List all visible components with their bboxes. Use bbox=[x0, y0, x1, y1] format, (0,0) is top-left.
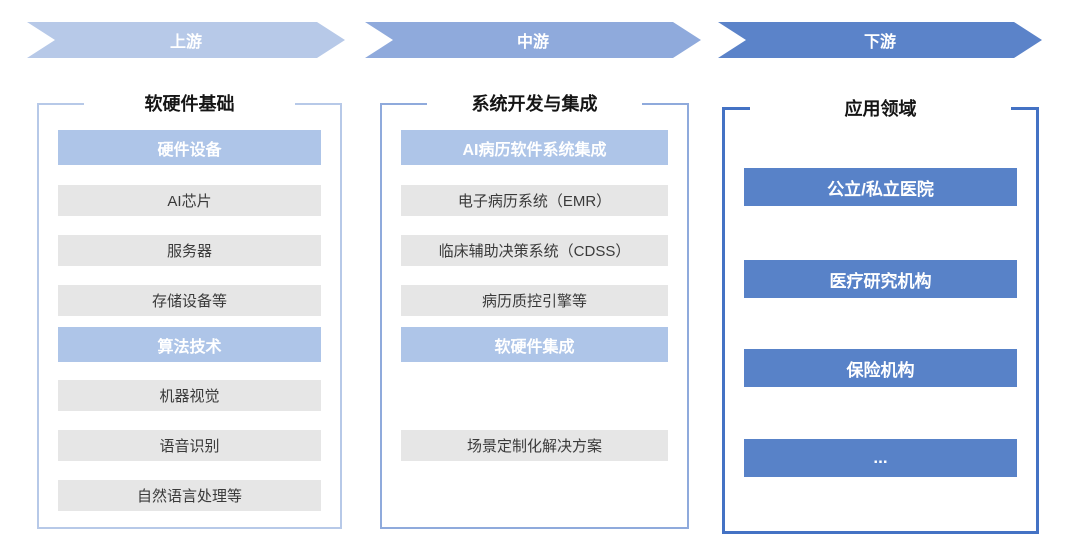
item-speech-recognition: 语音识别 bbox=[58, 430, 321, 461]
item-server: 服务器 bbox=[58, 235, 321, 266]
item-natural-language-processing: 自然语言处理等 bbox=[58, 480, 321, 511]
downstream-arrow: 下游 bbox=[718, 22, 1042, 58]
item-custom-scenario-solution: 场景定制化解决方案 bbox=[401, 430, 668, 461]
item-ai-chip: AI芯片 bbox=[58, 185, 321, 216]
midstream-box: 系统开发与集成 AI病历软件系统集成 电子病历系统（EMR） 临床辅助决策系统（… bbox=[380, 94, 689, 529]
item-cdss-system: 临床辅助决策系统（CDSS） bbox=[401, 235, 668, 266]
downstream-box-title-gap bbox=[750, 103, 1011, 116]
downstream-box-title: 应用领域 bbox=[844, 99, 917, 119]
item-emr-system: 电子病历系统（EMR） bbox=[401, 185, 668, 216]
item-storage-devices: 存储设备等 bbox=[58, 285, 321, 316]
header-hardware-equipment: 硬件设备 bbox=[58, 130, 321, 165]
upstream-box: 软硬件基础 硬件设备 AI芯片 服务器 存储设备等 算法技术 机器视觉 语音识别… bbox=[37, 94, 342, 529]
item-record-quality-control-engine: 病历质控引擎等 bbox=[401, 285, 668, 316]
header-algorithm-technology: 算法技术 bbox=[58, 327, 321, 362]
midstream-box-title-gap bbox=[427, 100, 642, 110]
upstream-arrow: 上游 bbox=[27, 22, 345, 58]
item-public-private-hospitals: 公立/私立医院 bbox=[744, 168, 1017, 206]
item-insurance-institutions: 保险机构 bbox=[744, 349, 1017, 387]
upstream-arrow-label: 上游 bbox=[169, 34, 202, 51]
header-software-hardware-integration: 软硬件集成 bbox=[401, 327, 668, 362]
header-ai-emr-software-integration: AI病历软件系统集成 bbox=[401, 130, 668, 165]
upstream-box-title: 软硬件基础 bbox=[144, 94, 235, 114]
item-medical-research-institutions: 医疗研究机构 bbox=[744, 260, 1017, 298]
midstream-arrow: 中游 bbox=[365, 22, 701, 58]
upstream-box-title-gap bbox=[84, 100, 295, 110]
item-machine-vision: 机器视觉 bbox=[58, 380, 321, 411]
midstream-box-title: 系统开发与集成 bbox=[471, 94, 598, 114]
downstream-box: 应用领域 公立/私立医院 医疗研究机构 保险机构 ... bbox=[722, 99, 1039, 534]
downstream-arrow-label: 下游 bbox=[863, 34, 896, 51]
midstream-arrow-label: 中游 bbox=[516, 34, 549, 51]
item-more-ellipsis: ... bbox=[744, 439, 1017, 477]
